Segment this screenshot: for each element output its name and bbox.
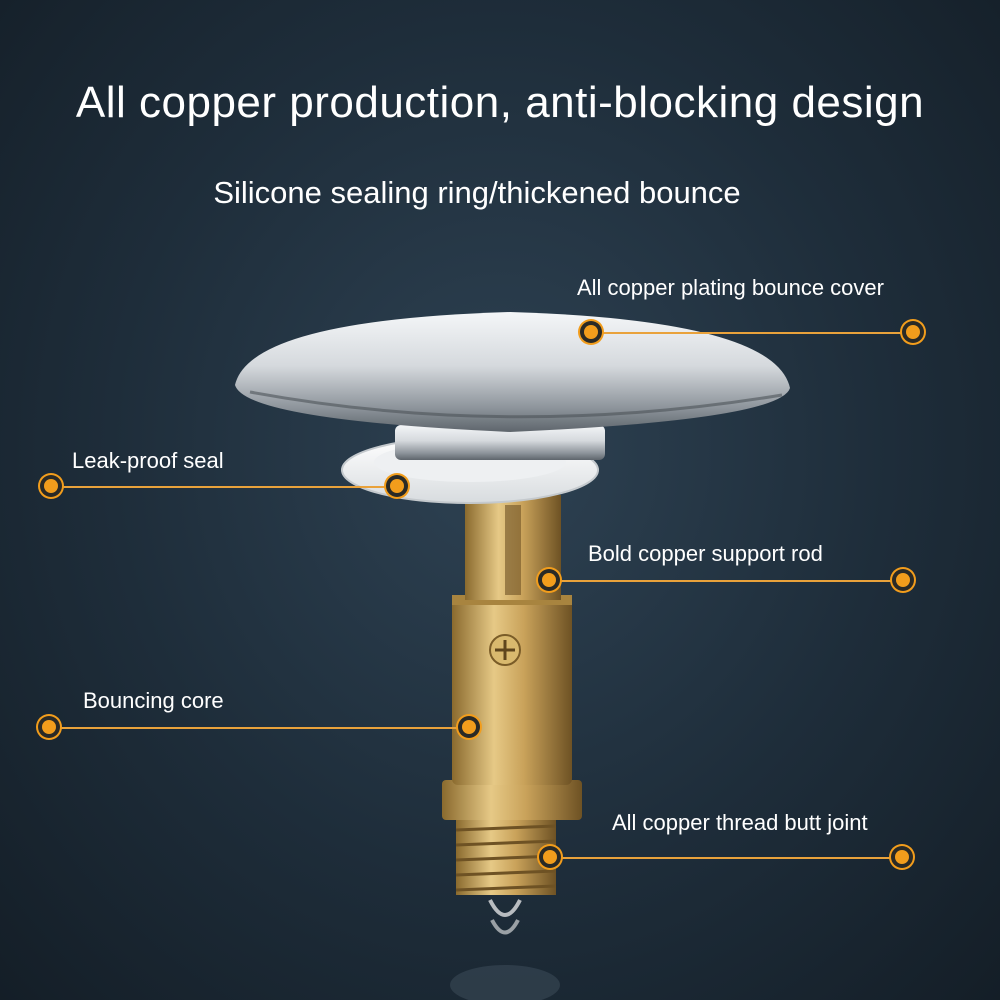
chrome-cap xyxy=(235,312,790,432)
callout-dot-support-rod-start xyxy=(542,573,556,587)
hex-collar xyxy=(442,780,582,820)
core-body xyxy=(452,595,572,785)
callout-dot-thread-joint-start xyxy=(543,850,557,864)
callout-line-thread-joint xyxy=(551,857,903,859)
thread-joint xyxy=(455,815,557,895)
callout-line-bouncing-core xyxy=(50,727,470,729)
callout-dot-leak-proof-seal-start xyxy=(44,479,58,493)
callout-dot-support-rod-end xyxy=(896,573,910,587)
callout-dot-bouncing-core-end xyxy=(462,720,476,734)
callout-dot-leak-proof-seal-end xyxy=(390,479,404,493)
callout-label-thread-joint: All copper thread butt joint xyxy=(612,810,868,835)
callout-line-leak-proof-seal xyxy=(52,486,398,488)
callout-dot-bounce-cover-start xyxy=(584,325,598,339)
spring-tip xyxy=(488,899,522,935)
callout-dot-bouncing-core-start xyxy=(42,720,56,734)
callout-dot-thread-joint-end xyxy=(895,850,909,864)
callout-line-bounce-cover xyxy=(592,332,914,334)
page-title: All copper production, anti-blocking des… xyxy=(75,78,925,127)
screw xyxy=(489,634,521,666)
callout-label-support-rod: Bold copper support rod xyxy=(588,541,823,566)
callout-label-bouncing-core: Bouncing core xyxy=(83,688,224,713)
callout-label-leak-proof-seal: Leak-proof seal xyxy=(72,448,224,473)
callout-line-support-rod xyxy=(550,580,904,582)
callout-dot-bounce-cover-end xyxy=(906,325,920,339)
page-subtitle: Silicone sealing ring/thickened bounce xyxy=(213,175,741,210)
callout-label-bounce-cover: All copper plating bounce cover xyxy=(577,275,884,300)
